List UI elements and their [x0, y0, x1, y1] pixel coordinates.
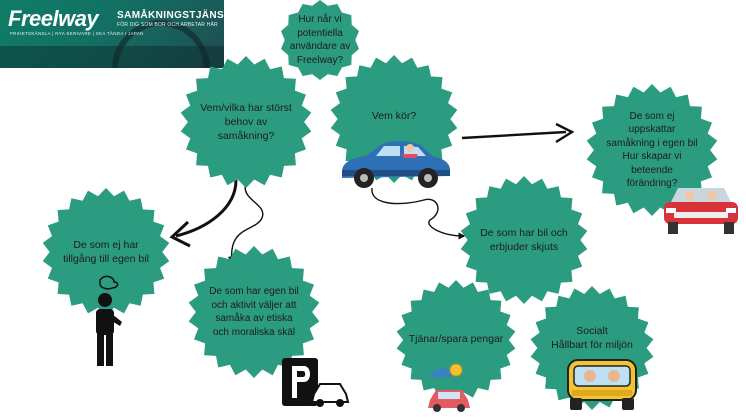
- burst-shape: [586, 84, 718, 216]
- freelway-logo: Freelway: [8, 6, 99, 31]
- node-money: Tjänar/spara pengar: [396, 280, 516, 400]
- burst-shape: [188, 246, 320, 378]
- arrow-needs-to-ethics: [227, 182, 264, 264]
- node-nocar: De som ej har tillgång till egen bil: [42, 188, 170, 316]
- arrow-driver-to-attitude: [461, 130, 567, 140]
- arrow-needs-to-nocar: [175, 179, 238, 238]
- parking-sign-icon: [282, 358, 350, 407]
- burst-shape: [396, 280, 516, 400]
- node-needs: Vem/vilka har störst behov av samåkning?: [180, 56, 312, 188]
- brand-subtitle: FÖR DIG SOM BOR OCH ARBETAR HÄR: [117, 22, 218, 28]
- coin-car-icon: [428, 363, 470, 412]
- header-banner: Freelway FRIHETSKÄNSLA | NYA SKRIVARE | …: [0, 0, 224, 68]
- burst-shape: [42, 188, 170, 316]
- blue-car-icon: [342, 141, 450, 188]
- burst-shape: [281, 0, 359, 80]
- yellow-car-icon: [567, 359, 637, 410]
- person-waiting-icon: [96, 275, 122, 366]
- arrow-driver-to-offer: [371, 187, 466, 240]
- brand-title: SAMÅKNINGSTJÄNST: [117, 10, 224, 21]
- node-question: Hur når vi potentiella användare av Free…: [278, 0, 362, 80]
- node-attitude: De som ej uppskattar samåkning i egen bi…: [586, 84, 718, 216]
- node-ethics: De som har egen bil och aktivit väljer a…: [188, 246, 320, 378]
- burst-shape: [180, 56, 312, 188]
- red-car-icon: [664, 188, 738, 234]
- node-offer: De som har bil och erbjuder skjuts: [460, 176, 588, 304]
- dashboard-shape: [0, 46, 224, 68]
- logo-subtitle: FRIHETSKÄNSLA | NYA SKRIVARE | SKA TÄNDA…: [10, 31, 144, 36]
- burst-shape: [460, 176, 588, 304]
- arrowhead-attitude: [555, 122, 575, 144]
- arrowhead-nocar: [169, 220, 191, 248]
